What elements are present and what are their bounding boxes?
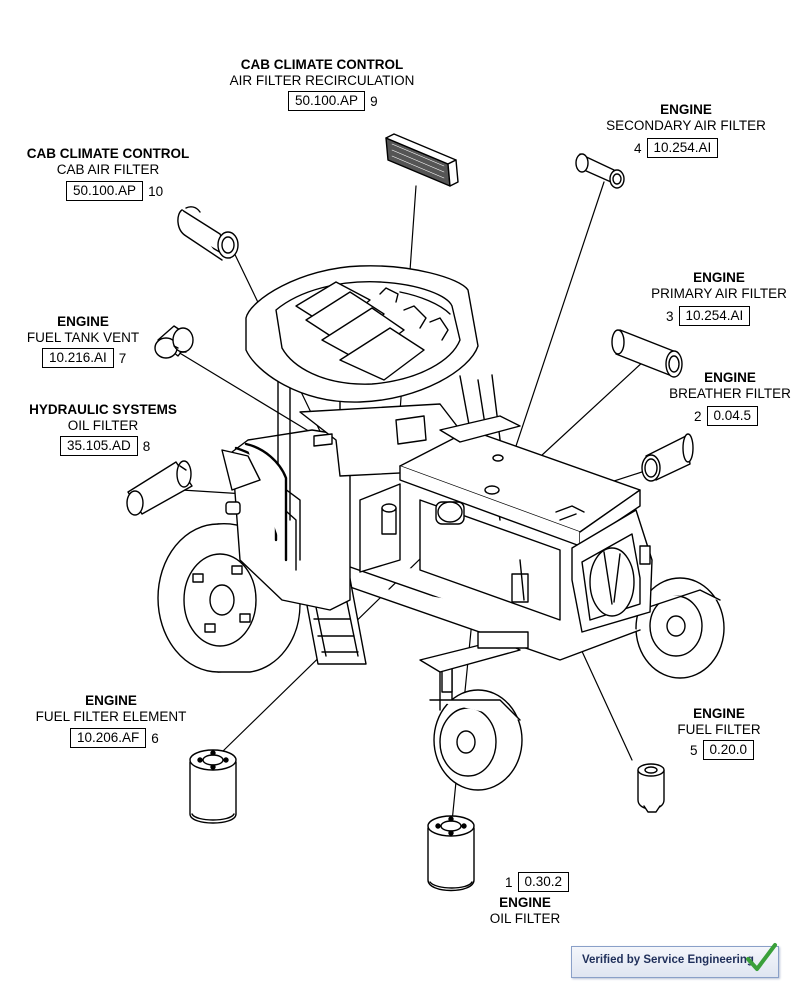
- callout-1-number: 1: [505, 874, 513, 890]
- callout-3-subtitle: PRIMARY AIR FILTER: [651, 286, 787, 301]
- callout-5-label: ENGINE FUEL FILTER: [676, 706, 762, 738]
- callout-3-title: ENGINE: [693, 270, 745, 285]
- cab-roof: [245, 265, 479, 403]
- callout-1-subtitle: OIL FILTER: [489, 911, 561, 926]
- fuel-filter-part: [637, 763, 665, 813]
- callout-9-subtitle: AIR FILTER RECIRCULATION: [229, 73, 415, 88]
- callout-9-code[interactable]: 50.100.AP: [288, 91, 366, 111]
- callout-5-subtitle: FUEL FILTER: [677, 722, 761, 737]
- callout-10-ref[interactable]: 50.100.AP 10: [66, 181, 163, 201]
- verified-badge-text: Verified by Service Engineering: [582, 954, 754, 966]
- callout-2-title: ENGINE: [704, 370, 756, 385]
- callout-5-code[interactable]: 0.20.0: [702, 740, 755, 760]
- callout-10-label: CAB CLIMATE CONTROL CAB AIR FILTER: [10, 146, 206, 178]
- callout-8-number: 8: [142, 438, 151, 454]
- checkmark-icon: [746, 943, 777, 971]
- callout-8-title: HYDRAULIC SYSTEMS: [29, 402, 177, 417]
- callout-4-subtitle: SECONDARY AIR FILTER: [606, 118, 766, 133]
- callout-10-title: CAB CLIMATE CONTROL: [26, 146, 190, 161]
- callout-5-ref[interactable]: 5 0.20.0: [690, 740, 755, 760]
- callout-7-label: ENGINE FUEL TANK VENT: [18, 314, 148, 346]
- callout-6-label: ENGINE FUEL FILTER ELEMENT: [26, 693, 196, 725]
- callout-1-code[interactable]: 0.30.2: [517, 872, 570, 892]
- callout-5-number: 5: [690, 742, 698, 758]
- callout-6-ref[interactable]: 10.206.AF 6: [70, 728, 159, 748]
- recirculation-filter-part: [385, 133, 459, 187]
- secondary-air-filter-part: [575, 153, 625, 189]
- callout-8-subtitle: OIL FILTER: [67, 418, 139, 433]
- callout-4-label: ENGINE SECONDARY AIR FILTER: [586, 102, 786, 134]
- callout-10-number: 10: [148, 183, 164, 199]
- hydraulic-oil-filter-part: [126, 460, 193, 516]
- callout-10-subtitle: CAB AIR FILTER: [56, 162, 160, 177]
- callout-5-title: ENGINE: [693, 706, 745, 721]
- callout-7-title: ENGINE: [57, 314, 109, 329]
- radiator-grille: [571, 509, 653, 633]
- callout-1-ref[interactable]: 1 0.30.2: [505, 872, 570, 892]
- callout-8-label: HYDRAULIC SYSTEMS OIL FILTER: [18, 402, 188, 434]
- callout-3-ref[interactable]: 3 10.254.AI: [666, 306, 751, 326]
- callout-4-code[interactable]: 10.254.AI: [646, 138, 719, 158]
- callout-2-ref[interactable]: 2 0.04.5: [694, 406, 759, 426]
- checkmark-stroke: [746, 943, 777, 971]
- callout-9-label: CAB CLIMATE CONTROL AIR FILTER RECIRCULA…: [222, 57, 422, 89]
- rear-caster-wheel: [429, 663, 523, 791]
- callout-3-code[interactable]: 10.254.AI: [678, 306, 751, 326]
- oil-filter-part: [427, 815, 475, 892]
- callout-7-ref[interactable]: 10.216.AI 7: [42, 348, 126, 368]
- callout-6-number: 6: [151, 730, 159, 746]
- callout-6-title: ENGINE: [85, 693, 137, 708]
- callout-2-code[interactable]: 0.04.5: [706, 406, 759, 426]
- callout-6-subtitle: FUEL FILTER ELEMENT: [35, 709, 187, 724]
- callout-4-number: 4: [634, 140, 642, 156]
- callout-2-subtitle: BREATHER FILTER: [669, 386, 791, 401]
- callout-10-code[interactable]: 50.100.AP: [66, 181, 144, 201]
- callout-4-title: ENGINE: [660, 102, 712, 117]
- callout-2-number: 2: [694, 408, 702, 424]
- breather-filter-part: [641, 433, 694, 482]
- callout-7-subtitle: FUEL TANK VENT: [26, 330, 140, 345]
- callout-1-title: ENGINE: [499, 895, 551, 910]
- callout-9-ref[interactable]: 50.100.AP 9: [288, 91, 378, 111]
- machine: [157, 265, 725, 791]
- callout-7-code[interactable]: 10.216.AI: [42, 348, 114, 368]
- callout-3-label: ENGINE PRIMARY AIR FILTER: [636, 270, 802, 302]
- callout-4-ref[interactable]: 4 10.254.AI: [634, 138, 719, 158]
- callout-7-number: 7: [118, 350, 127, 366]
- cab-air-filter-part: [177, 206, 239, 261]
- fuel-filter-element-part: [189, 749, 237, 824]
- callout-8-code[interactable]: 35.105.AD: [60, 436, 138, 456]
- callout-9-number: 9: [370, 93, 378, 109]
- callout-1-label: ENGINE OIL FILTER: [480, 895, 570, 927]
- primary-air-filter-part: [611, 329, 683, 378]
- callout-2-label: ENGINE BREATHER FILTER: [660, 370, 800, 402]
- callout-9-title: CAB CLIMATE CONTROL: [240, 57, 404, 72]
- verified-badge: Verified by Service Engineering: [571, 943, 779, 978]
- callout-8-ref[interactable]: 35.105.AD 8: [60, 436, 150, 456]
- fuel-tank-vent-part: [154, 325, 194, 359]
- callout-3-number: 3: [666, 308, 674, 324]
- callout-6-code[interactable]: 10.206.AF: [70, 728, 147, 748]
